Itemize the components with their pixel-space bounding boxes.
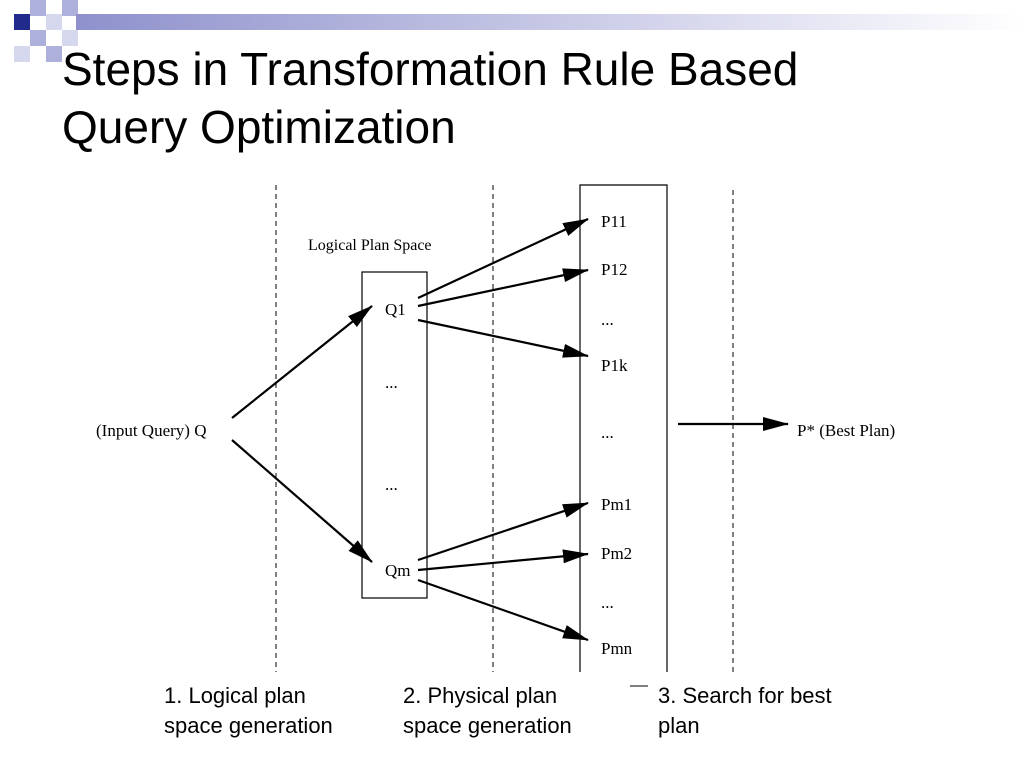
decor-square: [46, 46, 62, 62]
physical-plan-label: Pmn: [601, 639, 633, 658]
decor-square: [14, 14, 30, 30]
physical-plan-label: ...: [601, 593, 614, 612]
logical-plan-space-box: [361, 271, 428, 599]
physical-plan-label: P12: [601, 260, 627, 279]
decor-square: [30, 0, 46, 16]
decor-square: [30, 30, 46, 46]
step-caption: 2. Physical plan space generation: [403, 681, 572, 741]
slide-title-line-1: Steps in Transformation Rule Based: [62, 43, 799, 95]
plan-arrows: [231, 218, 789, 642]
step-caption: 3. Search for best plan: [658, 681, 832, 741]
step-caption: 1. Logical plan space generation: [164, 681, 333, 741]
step-caption-line: space generation: [164, 713, 333, 738]
arrow-q-to-qm: [231, 439, 373, 563]
physical-plan-label: Pm2: [601, 544, 632, 563]
physical-plan-label: P11: [601, 212, 627, 231]
logical-plan-space-label: Logical Plan Space: [308, 237, 432, 254]
logical-plan-label: Qm: [385, 561, 411, 580]
slide-title-line-2: Query Optimization: [62, 101, 456, 153]
input-query-label: (Input Query) Q: [96, 421, 206, 440]
decor-square: [14, 46, 30, 62]
decor-square: [62, 0, 78, 16]
arrow-qm-to-pm1: [417, 501, 589, 562]
best-plan-label: P* (Best Plan): [797, 421, 895, 440]
arrow-q1-to-p1k: [417, 318, 589, 358]
physical-plan-label: ...: [601, 310, 614, 329]
arrow-q1-to-p12: [417, 268, 589, 308]
step-caption-line: plan: [658, 713, 700, 738]
slide-title: Steps in Transformation Rule Based Query…: [62, 40, 962, 156]
step-caption-line: 1. Logical plan: [164, 683, 306, 708]
decor-square: [46, 14, 62, 30]
physical-plan-label: P1k: [601, 356, 628, 375]
physical-plan-label: Pm1: [601, 495, 632, 514]
step-caption-line: 2. Physical plan: [403, 683, 558, 708]
arrow-qm-to-pmn: [417, 578, 589, 642]
arrow-q-to-q1: [231, 305, 373, 419]
logical-plan-label: Q1: [385, 300, 406, 319]
decor-square: [62, 30, 78, 46]
logical-plan-label: ...: [385, 373, 398, 392]
physical-plan-space-box: [579, 184, 668, 672]
step-caption-line: space generation: [403, 713, 572, 738]
arrow-q1-to-p11: [417, 218, 589, 299]
step-caption-line: 3. Search for best: [658, 683, 832, 708]
step-separators: [275, 185, 734, 672]
logical-plan-label: ...: [385, 475, 398, 494]
arrow-qm-to-pm2: [417, 549, 589, 572]
physical-plan-label: ...: [601, 423, 614, 442]
header-gradient-bar: [76, 14, 1024, 30]
